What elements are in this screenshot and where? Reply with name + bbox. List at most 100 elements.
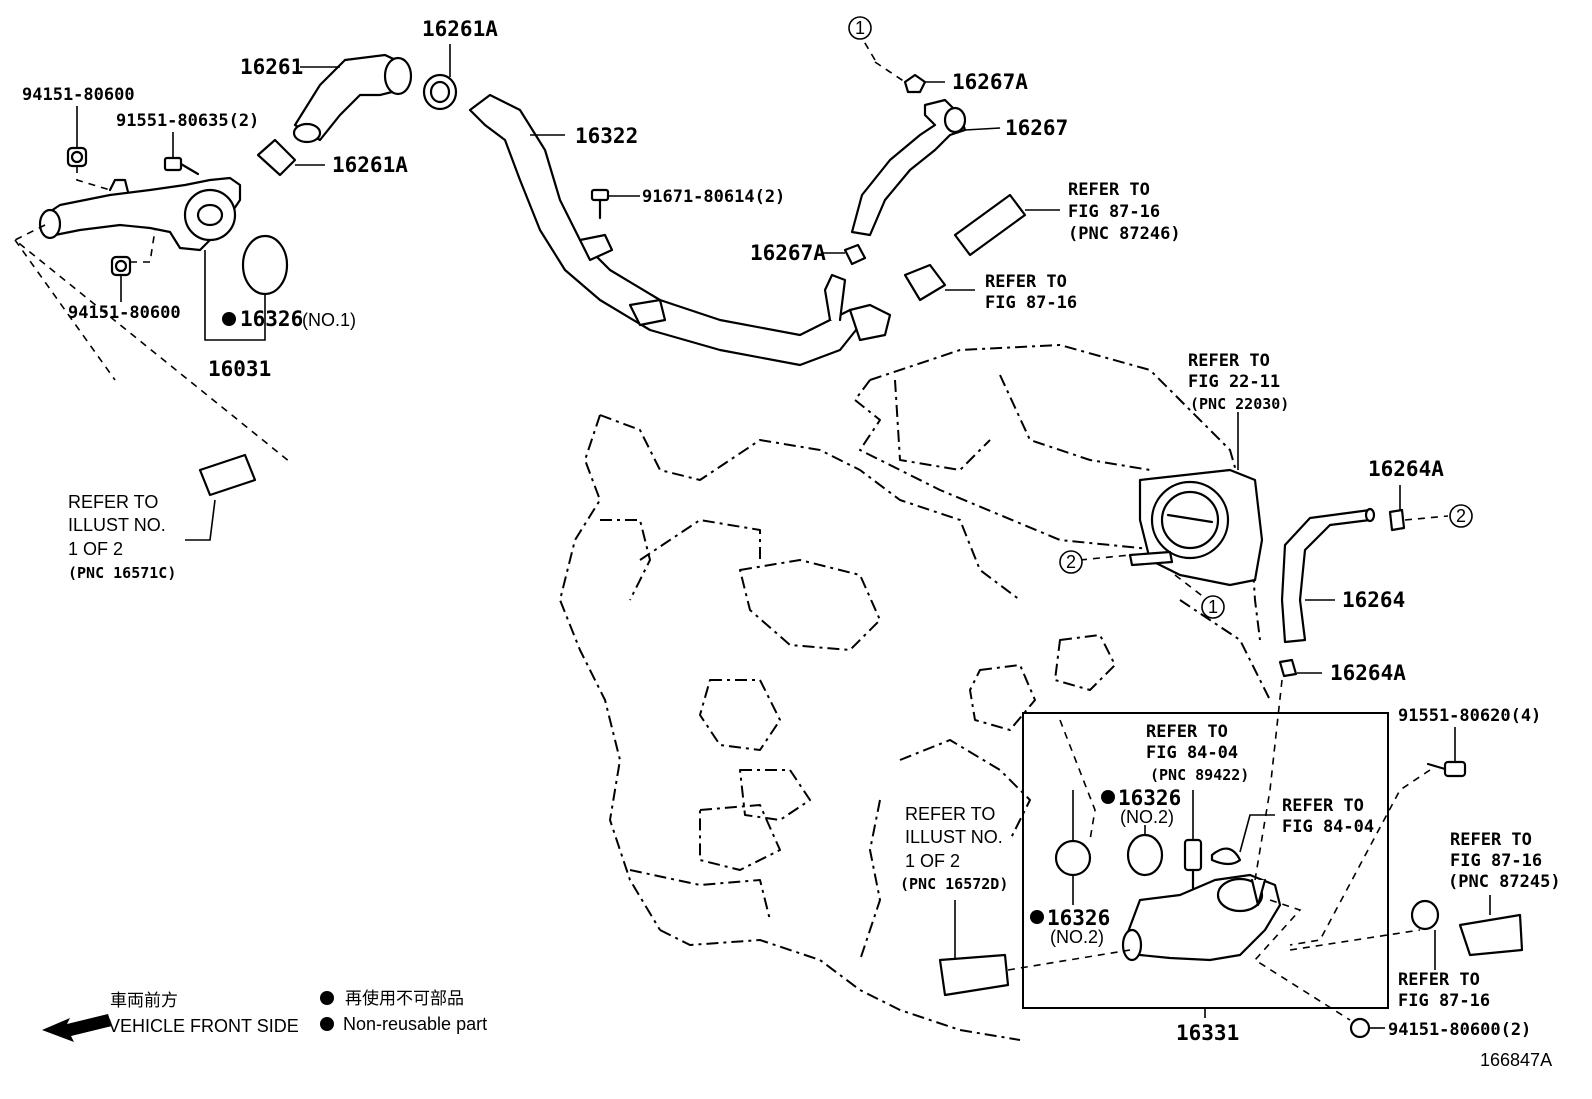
label-16264A-top[interactable]: 16264A bbox=[1368, 457, 1444, 481]
clamp-16261A-mid[interactable] bbox=[256, 138, 297, 177]
svg-text:REFER TO: REFER TO bbox=[1398, 970, 1480, 990]
nut-94151-bot[interactable] bbox=[1349, 1017, 1371, 1039]
svg-text:ILLUST NO.: ILLUST NO. bbox=[905, 827, 1003, 847]
hose-16571c-stub[interactable] bbox=[198, 453, 257, 497]
nut-94151-top[interactable] bbox=[66, 146, 88, 168]
hose-16572d-stub[interactable] bbox=[938, 953, 1010, 997]
ref-illust-16572d[interactable]: REFER TO ILLUST NO. 1 OF 2 (PNC 16572D) bbox=[900, 804, 1008, 893]
hose-87246-stub[interactable] bbox=[953, 193, 1027, 257]
hose-16267[interactable] bbox=[850, 98, 967, 237]
svg-text:REFER TO: REFER TO bbox=[1188, 351, 1270, 371]
connector-refer-87-16[interactable] bbox=[903, 263, 947, 302]
nonreusable-dot-no2a bbox=[1101, 790, 1115, 804]
label-16261A-mid[interactable]: 16261A bbox=[332, 153, 408, 177]
svg-text:FIG 84-04: FIG 84-04 bbox=[1146, 743, 1238, 763]
svg-text:(PNC 87246): (PNC 87246) bbox=[1068, 224, 1181, 244]
water-bypass-pipe-16322[interactable] bbox=[468, 93, 892, 367]
svg-text:車両前方: 車両前方 bbox=[110, 991, 178, 1011]
svg-text:REFER TO: REFER TO bbox=[68, 492, 158, 512]
o-ring-16326-no2b[interactable] bbox=[1126, 833, 1164, 877]
svg-text:(PNC 16571C): (PNC 16571C) bbox=[68, 564, 176, 582]
label-16267A-mid[interactable]: 16267A bbox=[750, 241, 826, 265]
diagram-id: 166847A bbox=[1480, 1050, 1552, 1070]
front-arrow-icon bbox=[42, 1014, 112, 1042]
o-ring-16326-no1[interactable] bbox=[241, 234, 289, 296]
nonreusable-dot-no1 bbox=[222, 312, 236, 326]
svg-text:FIG 84-04: FIG 84-04 bbox=[1282, 817, 1374, 837]
label-94151-mid[interactable]: 94151-80600 bbox=[68, 303, 181, 323]
svg-text:(PNC 87245): (PNC 87245) bbox=[1448, 872, 1561, 892]
hose-16261[interactable] bbox=[292, 53, 413, 144]
svg-text:REFER TO: REFER TO bbox=[1282, 796, 1364, 816]
bolt-91551-80620[interactable] bbox=[1426, 760, 1467, 778]
svg-text:FIG 87-16: FIG 87-16 bbox=[1450, 851, 1542, 871]
label-16264[interactable]: 16264 bbox=[1342, 588, 1405, 612]
leader-lines bbox=[76, 44, 1491, 1029]
callout-2-left: 2 bbox=[1059, 550, 1083, 574]
water-inlet-housing-16331[interactable] bbox=[1121, 873, 1282, 962]
label-16261[interactable]: 16261 bbox=[240, 55, 303, 79]
label-16326-no2a-suffix: (NO.2) bbox=[1120, 807, 1174, 827]
label-94151-bot[interactable]: 94151-80600(2) bbox=[1388, 1020, 1531, 1040]
svg-text:FIG 22-11: FIG 22-11 bbox=[1188, 372, 1280, 392]
label-16326-no2a[interactable]: 16326 bbox=[1118, 786, 1181, 810]
svg-text:2: 2 bbox=[1456, 506, 1466, 526]
svg-text:1 OF 2: 1 OF 2 bbox=[905, 851, 960, 871]
ref-84-04[interactable]: REFER TO FIG 84-04 bbox=[1282, 796, 1374, 837]
label-91671-80614[interactable]: 91671-80614(2) bbox=[642, 187, 785, 207]
clamp-16261A-top[interactable] bbox=[422, 73, 458, 111]
water-temp-sensor[interactable] bbox=[1183, 838, 1203, 890]
legend-nonreusable: 再使用不可部品 Non-reusable part bbox=[320, 988, 487, 1034]
nut-94151-mid[interactable] bbox=[110, 255, 132, 277]
clamp-16267A-mid[interactable] bbox=[843, 243, 867, 266]
label-16267[interactable]: 16267 bbox=[1005, 116, 1068, 140]
throttle-body[interactable] bbox=[1128, 468, 1264, 587]
label-91551-80635[interactable]: 91551-80635(2) bbox=[116, 111, 259, 131]
svg-text:FIG 87-16: FIG 87-16 bbox=[1068, 202, 1160, 222]
label-16267A-top[interactable]: 16267A bbox=[952, 70, 1028, 94]
label-16331[interactable]: 16331 bbox=[1176, 1021, 1239, 1045]
ref-87-16-a[interactable]: REFER TO FIG 87-16 bbox=[985, 272, 1077, 313]
clamp-16264A-top[interactable] bbox=[1388, 508, 1406, 532]
svg-text:REFER TO: REFER TO bbox=[1068, 180, 1150, 200]
clamp-16267A-top[interactable] bbox=[903, 73, 927, 94]
label-91551-80620[interactable]: 91551-80620(4) bbox=[1398, 706, 1541, 726]
callout-1-bot: 1 bbox=[1201, 595, 1225, 619]
svg-text:(PNC 16572D): (PNC 16572D) bbox=[900, 875, 1008, 893]
ref-87-16-87246[interactable]: REFER TO FIG 87-16 (PNC 87246) bbox=[1068, 180, 1181, 244]
ref-illust-16571c[interactable]: REFER TO ILLUST NO. 1 OF 2 (PNC 16571C) bbox=[68, 492, 176, 582]
svg-text:ILLUST NO.: ILLUST NO. bbox=[68, 515, 166, 535]
svg-text:(PNC 22030): (PNC 22030) bbox=[1190, 395, 1289, 413]
hose-16264[interactable] bbox=[1280, 507, 1376, 644]
ref-87-16-b[interactable]: REFER TO FIG 87-16 bbox=[1398, 970, 1490, 1011]
water-outlet-16031[interactable] bbox=[38, 176, 242, 252]
hose-87245-stub[interactable] bbox=[1458, 913, 1524, 957]
ref-87-16-87245[interactable]: REFER TO FIG 87-16 (PNC 87245) bbox=[1448, 830, 1561, 892]
label-16031[interactable]: 16031 bbox=[208, 357, 271, 381]
label-16264A-bot[interactable]: 16264A bbox=[1330, 661, 1406, 685]
label-16326-no2b[interactable]: 16326 bbox=[1047, 906, 1110, 930]
nonreusable-dot-no2b bbox=[1030, 910, 1044, 924]
clamp-refer-87-16-b[interactable] bbox=[1410, 899, 1440, 931]
svg-text:REFER TO: REFER TO bbox=[905, 804, 995, 824]
label-94151-top[interactable]: 94151-80600 bbox=[22, 85, 135, 105]
svg-text:REFER TO: REFER TO bbox=[985, 272, 1067, 292]
callout-2-right: 2 bbox=[1449, 504, 1473, 528]
label-16326-no1[interactable]: 16326 bbox=[240, 307, 303, 331]
svg-text:REFER TO: REFER TO bbox=[1450, 830, 1532, 850]
svg-text:FIG 87-16: FIG 87-16 bbox=[1398, 991, 1490, 1011]
bolt-91551-80635[interactable] bbox=[163, 156, 200, 176]
engine-outline bbox=[559, 344, 1271, 1041]
ref-84-04-89422[interactable]: REFER TO FIG 84-04 (PNC 89422) bbox=[1146, 722, 1249, 784]
legend-vehicle-front: 車両前方 VEHICLE FRONT SIDE bbox=[42, 991, 299, 1042]
ref-22-11[interactable]: REFER TO FIG 22-11 (PNC 22030) bbox=[1188, 351, 1289, 413]
svg-text:(PNC 89422): (PNC 89422) bbox=[1150, 766, 1249, 784]
clamp-16264A-bot[interactable] bbox=[1278, 658, 1298, 678]
svg-text:1 OF 2: 1 OF 2 bbox=[68, 539, 123, 559]
bolt-91671-80614[interactable] bbox=[590, 188, 610, 220]
label-16261A-top[interactable]: 16261A bbox=[422, 17, 498, 41]
o-ring-16326-no2a[interactable] bbox=[1054, 839, 1092, 877]
label-16322[interactable]: 16322 bbox=[575, 124, 638, 148]
clip-refer-84-04[interactable] bbox=[1210, 847, 1242, 866]
